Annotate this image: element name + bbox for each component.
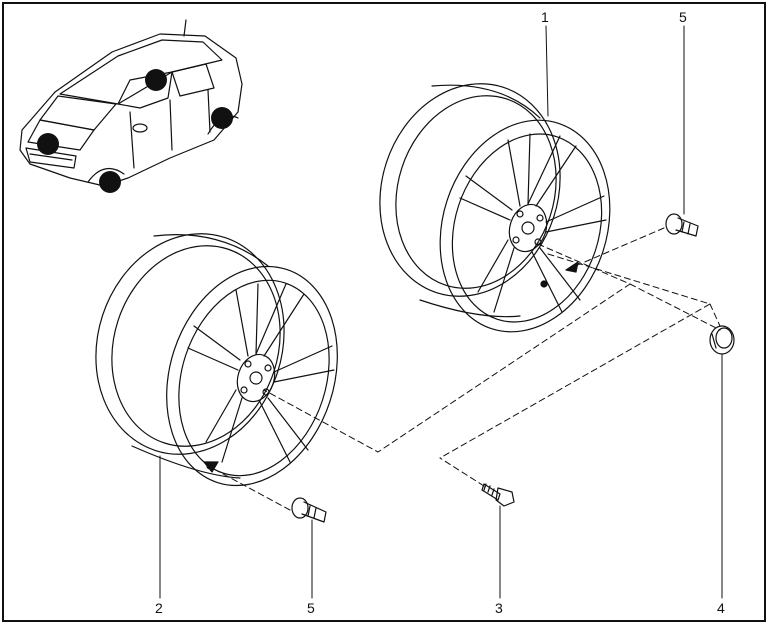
callout-1: 1 xyxy=(541,9,549,25)
wheel-bolt-icon xyxy=(481,483,515,507)
callout-5-bottom: 5 xyxy=(307,600,315,616)
callout-4: 4 xyxy=(717,600,725,616)
alloy-wheel-front-icon xyxy=(95,233,338,487)
callout-leaders xyxy=(159,25,723,599)
arrow-head xyxy=(565,261,579,273)
alloy-wheel-rear-icon xyxy=(379,83,611,333)
arrow-head xyxy=(203,461,219,473)
tire-valve-icon xyxy=(665,213,699,237)
callout-3: 3 xyxy=(495,600,503,616)
callout-5-top: 5 xyxy=(679,9,687,25)
center-cap-icon xyxy=(709,325,735,355)
callout-2: 2 xyxy=(155,600,163,616)
car-locator-icon xyxy=(19,19,243,193)
assembly-lines xyxy=(211,227,721,511)
tire-valve-icon xyxy=(291,497,327,523)
